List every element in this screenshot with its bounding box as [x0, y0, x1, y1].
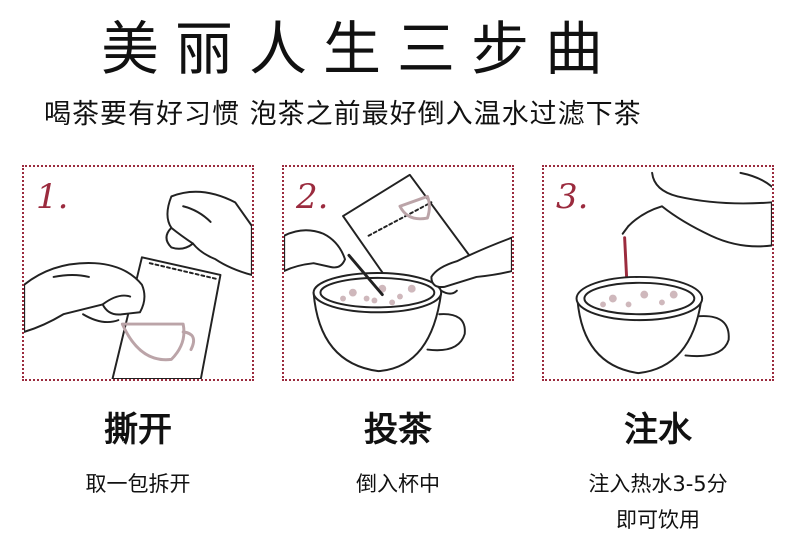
- page-subtitle: 喝茶要有好习惯 泡茶之前最好倒入温水过滤下茶: [44, 99, 642, 130]
- step-2-desc-line: 倒入杯中: [356, 472, 440, 496]
- step-1-illustration: 1.: [22, 165, 254, 381]
- step-1-desc-line: 取一包拆开: [85, 472, 191, 496]
- step-2-title: 投茶: [364, 410, 432, 450]
- step-3-illustration: 3.: [542, 165, 774, 381]
- step-3-desc-line-1: 注入热水3-5分: [588, 472, 728, 496]
- step-1-number: 1.: [36, 177, 69, 217]
- page-title: 美丽人生三步曲: [100, 15, 619, 83]
- add-tea-illustration: [284, 173, 512, 373]
- step-2-desc: 倒入杯中: [282, 466, 514, 502]
- step-3-title: 注水: [624, 410, 692, 450]
- step-3-number: 3.: [556, 177, 589, 217]
- step-2-number: 2.: [296, 177, 329, 217]
- step-3-desc-line-2: 即可饮用: [616, 508, 700, 532]
- step-1-title: 撕开: [104, 410, 172, 450]
- step-1-desc: 取一包拆开: [22, 466, 254, 502]
- tear-open-illustration: [24, 190, 252, 379]
- pour-water-illustration: [575, 171, 772, 375]
- step-2-illustration: 2.: [282, 165, 514, 381]
- step-3-desc: 注入热水3-5分 即可饮用: [542, 466, 774, 538]
